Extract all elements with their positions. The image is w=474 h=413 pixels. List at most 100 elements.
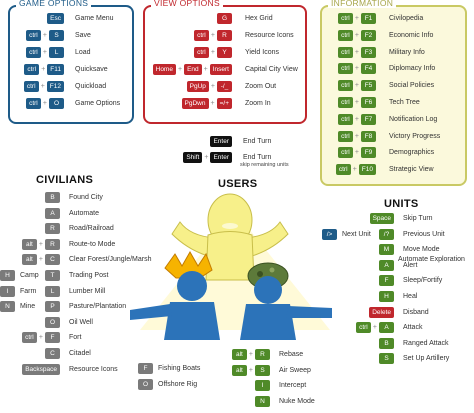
units-heading: UNITS (384, 198, 419, 210)
key-combo: L (14, 285, 60, 297)
plus-sign: + (354, 132, 359, 140)
key-combo: ctrl+F3 (326, 46, 376, 58)
key-cap: R (45, 238, 60, 250)
plus-sign: + (354, 115, 359, 123)
key-combo: P (14, 301, 60, 313)
shortcut-label: Tech Tree (389, 99, 420, 106)
key-cap: A (379, 259, 394, 271)
shortcut-label: Notification Log (389, 115, 438, 123)
shortcut-label: Route-to Mode (69, 240, 116, 248)
key-cap: L (49, 47, 64, 58)
key-combo: H (0, 270, 15, 281)
shortcut-label: Oil Well (69, 318, 93, 326)
key-cap: ctrl (25, 47, 41, 58)
key-combo: O (138, 378, 153, 390)
key-combo: T (14, 270, 60, 281)
key-cap: alt (231, 349, 247, 360)
key-combo: N (222, 395, 270, 407)
plus-sign: + (354, 48, 359, 56)
key-cap: O (45, 316, 60, 328)
key-combo: I (0, 285, 15, 297)
key-cap: N (255, 395, 270, 407)
plus-sign: + (38, 334, 43, 342)
shortcut-label: End Turn (243, 138, 272, 145)
key-cap: F2 (361, 29, 376, 41)
key-cap: ctrl (337, 46, 353, 58)
plus-sign: + (372, 324, 377, 332)
key-combo: A (14, 207, 60, 219)
key-cap: =/+ (216, 98, 232, 109)
key-cap: F9 (361, 147, 376, 159)
key-cap: Backspace (22, 363, 60, 375)
key-combo: Delete (352, 306, 394, 318)
key-cap: F11 (47, 64, 64, 75)
key-cap: F1 (361, 13, 376, 24)
key-combo: R (14, 223, 60, 235)
key-combo: /> (322, 229, 337, 240)
key-cap: ctrl (337, 29, 353, 41)
users-illustration (130, 193, 332, 340)
key-cap: R (217, 30, 232, 41)
key-combo: I (222, 380, 270, 392)
key-cap: ctrl (23, 81, 39, 92)
key-cap: S (255, 364, 270, 376)
king-user-figure (130, 250, 220, 340)
key-combo: ctrl+F9 (326, 147, 376, 159)
key-combo: F (352, 275, 394, 287)
civilian-row: P Pasture/Plantation (14, 301, 126, 313)
shortcut-label: Pasture/Plantation (69, 303, 127, 311)
key-cap: ctrl (24, 64, 40, 75)
shortcut-label: Save (75, 32, 91, 39)
key-combo: ctrl+F10 (326, 164, 376, 176)
shortcut-label: Camp (20, 272, 39, 279)
key-combo: F (138, 363, 153, 374)
shortcut-label: Move Mode (403, 246, 440, 254)
key-cap: I (0, 285, 15, 297)
key-cap: alt (231, 364, 247, 376)
information-row: ctrl+F10 Strategic View (326, 164, 434, 176)
key-cap: alt (21, 254, 37, 266)
shortcut-label: Clear Forest/Jungle/Marsh (69, 256, 152, 264)
plus-sign: + (210, 49, 215, 56)
key-cap: F4 (361, 63, 376, 75)
key-cap: ctrl (337, 97, 353, 108)
view-options-panel: VIEW OPTIONS (143, 0, 307, 124)
key-cap: ctrl (193, 30, 209, 41)
key-combo: S (352, 353, 394, 365)
key-combo: ctrl+F5 (326, 80, 376, 92)
key-cap: PgUp (186, 81, 209, 92)
key-combo: B (352, 337, 394, 349)
key-cap: A (45, 207, 60, 219)
shortcut-label: Victory Progress (389, 132, 441, 140)
key-cap: Y (217, 47, 232, 58)
shortcut-label: Found City (69, 194, 103, 201)
shortcut-label: Lumber Mill (69, 287, 106, 295)
plus-sign: + (352, 166, 357, 174)
shortcut-label: Strategic View (389, 166, 434, 174)
key-combo: alt+S (222, 364, 270, 376)
key-cap: S (49, 30, 64, 41)
civilian-row: O Oil Well (14, 316, 93, 328)
key-cap: ctrl (337, 80, 353, 92)
automate-exploration-label: Automate Exploration (398, 256, 465, 263)
key-combo: ctrl+F11 (14, 64, 64, 75)
shortcut-label: Trading Post (69, 272, 109, 279)
shortcut-label: Fishing Boats (158, 365, 201, 372)
plus-sign: + (38, 240, 43, 248)
